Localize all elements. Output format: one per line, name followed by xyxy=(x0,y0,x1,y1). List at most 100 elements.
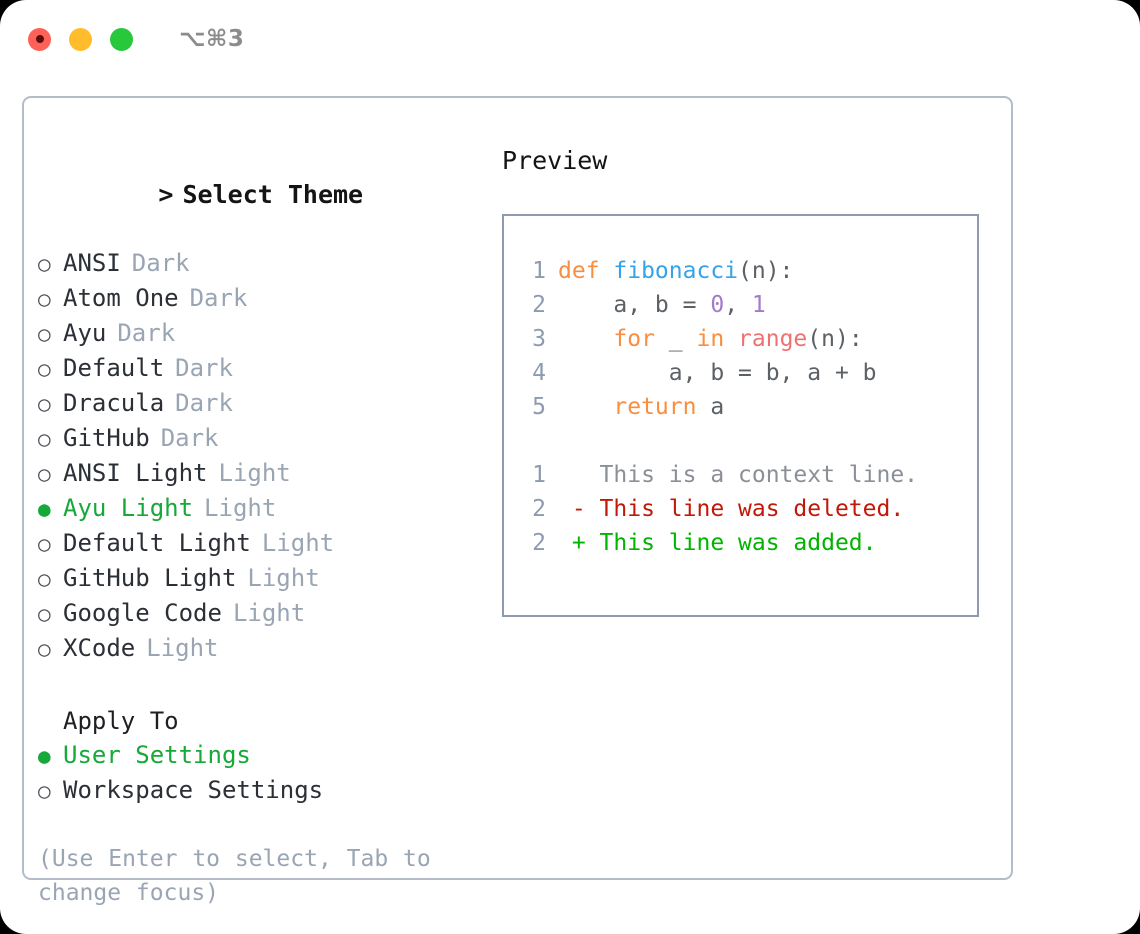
theme-option-label: GitHub xyxy=(63,424,150,452)
preview-title: Preview xyxy=(502,146,608,175)
code-diff-spacer xyxy=(520,424,977,458)
code-line: 2 a, b = 0, 1 xyxy=(520,288,977,322)
code-token: return xyxy=(613,394,697,420)
diff-line-deleted: 2 - This line was deleted. xyxy=(520,492,977,526)
theme-variant-tag: Dark xyxy=(175,354,233,382)
theme-option-google-code[interactable]: ○ Google Code Light xyxy=(38,596,478,631)
code-token: fibonacci xyxy=(613,258,739,284)
code-token: 0 xyxy=(710,292,725,318)
theme-option-label: Google Code xyxy=(63,599,222,627)
radio-unselected-icon: ○ xyxy=(38,637,51,661)
code-token: , xyxy=(724,292,752,318)
section-spacer xyxy=(38,666,478,704)
code-token: range xyxy=(738,326,808,352)
apply-to-list: ●User Settings ○ Workspace Settings xyxy=(38,738,478,808)
theme-option-label: Default xyxy=(63,354,165,382)
theme-option-label: Default Light xyxy=(63,529,251,557)
diff-line-text: This is a context line. xyxy=(558,462,919,488)
theme-option-label: GitHub Light xyxy=(63,564,237,592)
radio-unselected-icon: ○ xyxy=(38,567,51,591)
maximize-button[interactable] xyxy=(110,27,133,51)
code-token: in xyxy=(696,326,725,352)
radio-unselected-icon: ○ xyxy=(38,779,51,803)
line-number: 3 xyxy=(532,326,546,352)
theme-option-github[interactable]: ○ GitHub Dark xyxy=(38,421,478,456)
code-token: a xyxy=(696,394,725,420)
apply-to-option-label: Workspace Settings xyxy=(63,776,324,804)
code-token xyxy=(558,326,613,352)
apply-to-heading: Apply To xyxy=(63,707,179,735)
code-line: 4 a, b = b, a + b xyxy=(520,356,977,390)
radio-unselected-icon: ○ xyxy=(38,602,51,626)
line-number: 5 xyxy=(532,394,546,420)
theme-variant-tag: Light xyxy=(232,599,306,627)
theme-variant-tag: Dark xyxy=(189,284,248,312)
line-number: 2 xyxy=(532,530,546,556)
radio-selected-icon: ● xyxy=(38,497,51,521)
diff-line-text: - This line was deleted. xyxy=(558,496,905,522)
theme-variant-tag: Dark xyxy=(160,424,219,452)
prompt-caret-icon: > xyxy=(158,180,174,209)
radio-unselected-icon: ○ xyxy=(38,252,51,276)
code-token: def xyxy=(558,258,614,284)
theme-variant-tag: Light xyxy=(247,564,320,592)
theme-variant-tag: Dark xyxy=(117,319,176,347)
title-bar: ⌥⌘3 xyxy=(0,0,1140,78)
radio-unselected-icon: ○ xyxy=(38,392,51,416)
window-controls xyxy=(28,27,133,51)
radio-unselected-icon: ○ xyxy=(38,462,51,486)
code-token: 1 xyxy=(751,292,766,318)
radio-selected-icon: ● xyxy=(38,744,51,768)
radio-unselected-icon: ○ xyxy=(38,287,51,311)
apply-to-option-workspace-settings[interactable]: ○ Workspace Settings xyxy=(38,773,478,808)
theme-option-label: Ayu xyxy=(63,319,107,347)
close-button[interactable] xyxy=(28,27,51,51)
radio-unselected-icon: ○ xyxy=(38,427,51,451)
code-line: 5 return a xyxy=(520,390,977,424)
theme-option-ansi[interactable]: ○ ANSI Dark xyxy=(38,246,478,281)
line-number: 4 xyxy=(532,360,546,386)
theme-option-label: ANSI Light xyxy=(63,459,208,487)
theme-option-label: XCode xyxy=(63,634,136,662)
theme-option-atom-one[interactable]: ○ Atom One Dark xyxy=(38,281,478,316)
diff-line-context: 1 This is a context line. xyxy=(520,458,977,492)
radio-unselected-icon: ○ xyxy=(38,322,51,346)
code-line: 3 for _ in range(n): xyxy=(520,322,977,356)
minimize-button[interactable] xyxy=(69,27,92,51)
line-number: 1 xyxy=(532,258,546,284)
theme-option-github-light[interactable]: ○ GitHub Light Light xyxy=(38,561,478,596)
theme-option-label: Dracula xyxy=(63,389,165,417)
apply-to-option-user-settings[interactable]: ●User Settings xyxy=(38,738,478,773)
theme-option-label: ANSI xyxy=(63,249,121,277)
theme-option-ayu[interactable]: ○ Ayu Dark xyxy=(38,316,478,351)
select-theme-title: Select Theme xyxy=(182,180,364,209)
theme-option-label: Atom One xyxy=(63,284,179,312)
select-theme-header: > Select Theme xyxy=(38,144,478,246)
line-number: 1 xyxy=(532,462,546,488)
code-token xyxy=(558,394,613,420)
theme-option-default[interactable]: ○ Default Dark xyxy=(38,351,478,386)
radio-unselected-icon: ○ xyxy=(38,357,51,381)
recording-indicator-icon xyxy=(35,35,44,43)
code-token: a, b = xyxy=(558,292,711,318)
code-token: (n): xyxy=(738,258,794,284)
theme-option-label: Ayu Light xyxy=(63,494,194,522)
code-line: 1 def fibonacci(n): xyxy=(520,254,977,288)
code-token: a, b = b, a + b xyxy=(558,360,877,386)
code-token: for xyxy=(613,326,655,352)
code-token: (n): xyxy=(807,326,863,352)
keyboard-shortcut-label: ⌥⌘3 xyxy=(179,26,245,52)
diff-sample: 1 This is a context line.2 - This line w… xyxy=(520,458,977,560)
diff-line-added: 2 + This line was added. xyxy=(520,526,977,560)
theme-variant-tag: Dark xyxy=(131,249,190,277)
